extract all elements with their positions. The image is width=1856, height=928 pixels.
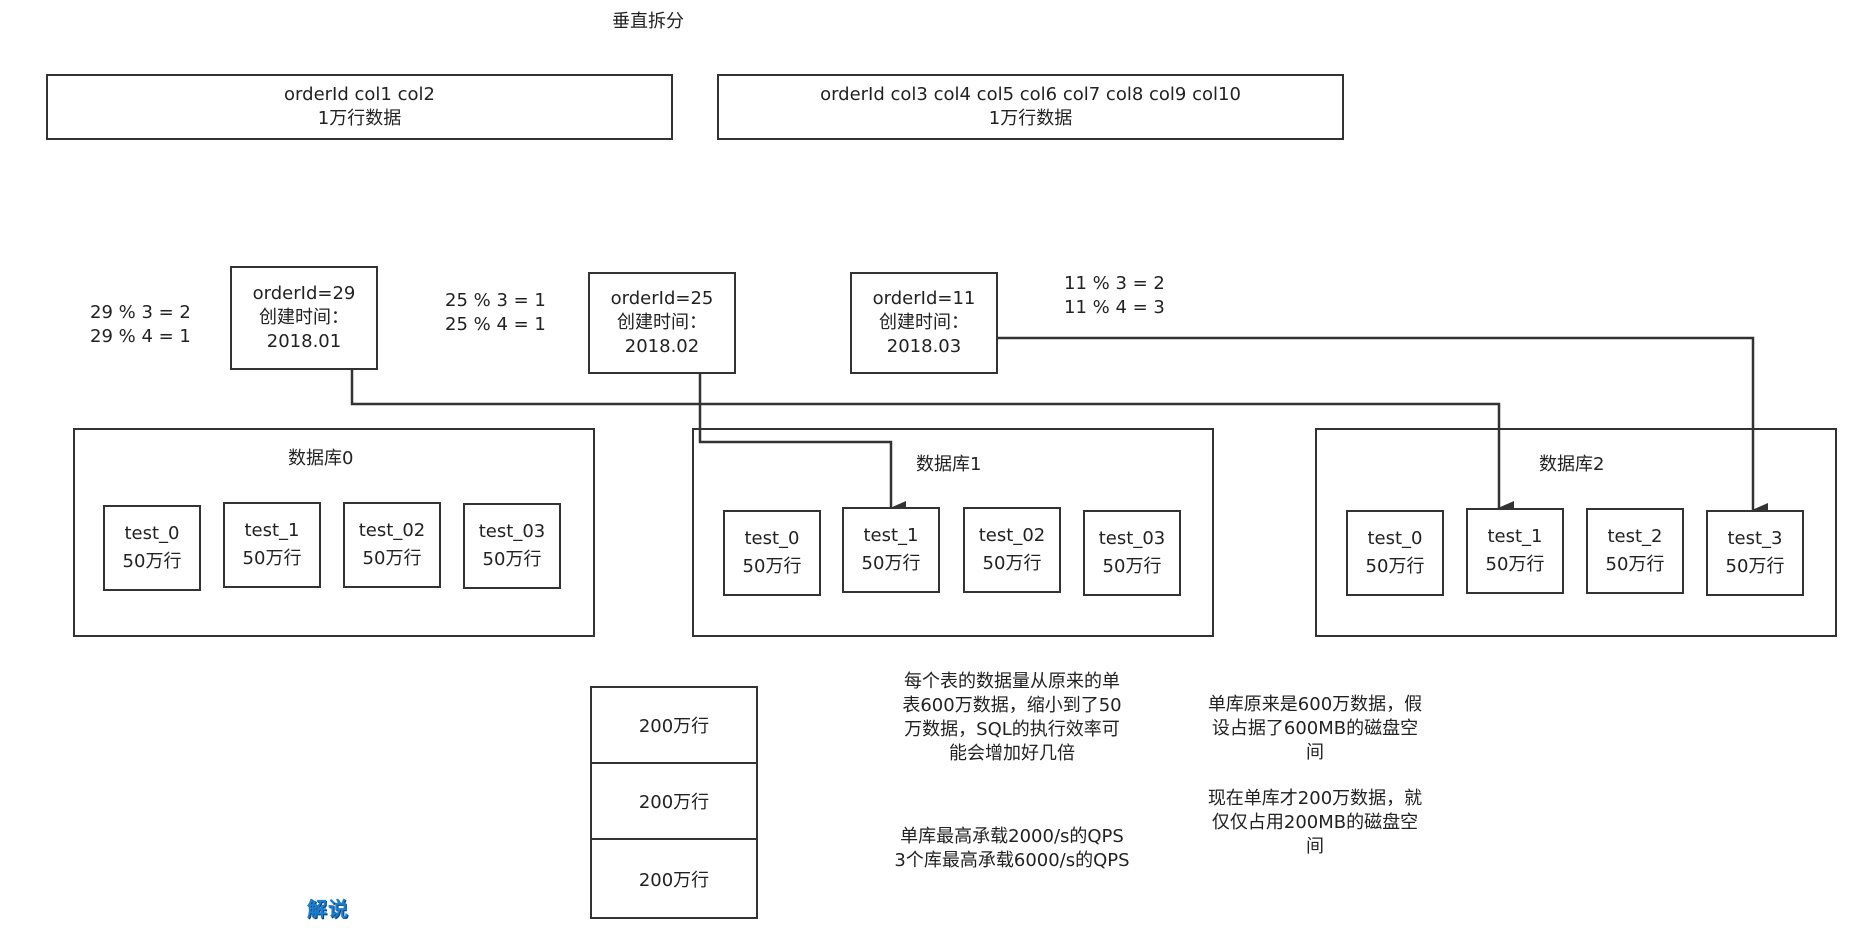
table-db2-test3: test_3 50万行	[1706, 510, 1804, 596]
watermark-logo: 解说	[307, 897, 349, 921]
table-rows: 50万行	[1102, 556, 1162, 577]
arrow-order25-to-db1-test1	[698, 374, 906, 515]
calc-mod3: 29 % 3 = 2	[90, 302, 191, 323]
diagram-title: 垂直拆分	[612, 11, 684, 32]
table-db2-test2: test_2 50万行	[1586, 508, 1684, 594]
table-name: test_0	[1367, 528, 1423, 549]
note-line: 3个库最高承载6000/s的QPS	[894, 850, 1130, 871]
table-db1-test02: test_02 50万行	[963, 507, 1061, 593]
vertical-split-rows: 1万行数据	[988, 108, 1073, 129]
table-db1-test03: test_03 50万行	[1083, 510, 1181, 596]
order-time-label: 创建时间：	[259, 307, 349, 328]
table-db1-test1: test_1 50万行	[842, 507, 940, 593]
database-1	[692, 428, 1214, 637]
order-box-29: orderId=29 创建时间： 2018.01	[230, 266, 378, 370]
table-name: test_02	[978, 525, 1046, 546]
table-rows: 50万行	[861, 553, 921, 574]
database-label: 数据库1	[916, 454, 982, 475]
note-line: 设占据了600MB的磁盘空	[1211, 718, 1419, 739]
note-disk-after: 现在单库才200万数据，就 仅仅占用200MB的磁盘空 间	[1195, 787, 1435, 859]
table-rows: 50万行	[1725, 556, 1785, 577]
database-rows-stack: 200万行 200万行 200万行	[590, 686, 758, 919]
table-name: test_03	[1098, 528, 1166, 549]
table-rows: 50万行	[1365, 556, 1425, 577]
vertical-split-columns: orderId col1 col2	[284, 84, 435, 105]
order-box-11: orderId=11 创建时间： 2018.03	[850, 272, 998, 374]
table-name: test_1	[244, 520, 300, 541]
note-table-size: 每个表的数据量从原来的单 表600万数据，缩小到了50 万数据，SQL的执行效率…	[880, 670, 1144, 766]
order-time: 2018.02	[624, 336, 700, 357]
table-name: test_1	[863, 525, 919, 546]
vertical-split-box-1: orderId col1 col2 1万行数据	[46, 74, 673, 140]
arrow-order29-to-db2-test1	[350, 370, 1514, 515]
table-name: test_0	[744, 528, 800, 549]
order-time: 2018.01	[266, 331, 342, 352]
table-db1-test0: test_0 50万行	[723, 510, 821, 596]
table-rows: 50万行	[742, 556, 802, 577]
vertical-split-box-2: orderId col3 col4 col5 col6 col7 col8 co…	[717, 74, 1344, 140]
order-25-calc: 25 % 3 = 1 25 % 4 = 1	[445, 289, 546, 337]
order-box-25: orderId=25 创建时间： 2018.02	[588, 272, 736, 374]
table-rows: 50万行	[122, 551, 182, 572]
note-line: 能会增加好几倍	[949, 743, 1075, 764]
order-time: 2018.03	[886, 336, 962, 357]
calc-mod3: 25 % 3 = 1	[445, 290, 546, 311]
table-rows: 50万行	[982, 553, 1042, 574]
table-name: test_03	[478, 521, 546, 542]
table-rows: 50万行	[482, 549, 542, 570]
calc-mod4: 25 % 4 = 1	[445, 314, 546, 335]
table-db2-test1: test_1 50万行	[1466, 508, 1564, 594]
note-line: 万数据，SQL的执行效率可	[904, 719, 1120, 740]
table-name: test_2	[1607, 526, 1663, 547]
stack-cell-1: 200万行	[592, 688, 756, 764]
vertical-split-columns: orderId col3 col4 col5 col6 col7 col8 co…	[820, 84, 1241, 105]
table-rows: 50万行	[1485, 554, 1545, 575]
database-2	[1315, 428, 1837, 637]
order-id: orderId=29	[252, 283, 356, 304]
stack-cell-2: 200万行	[592, 764, 756, 840]
database-label: 数据库2	[1539, 454, 1605, 475]
table-rows: 50万行	[362, 548, 422, 569]
order-time-label: 创建时间：	[879, 312, 969, 333]
note-line: 表600万数据，缩小到了50	[902, 695, 1122, 716]
note-line: 单库最高承载2000/s的QPS	[900, 826, 1124, 847]
note-line: 现在单库才200万数据，就	[1207, 788, 1423, 809]
note-line: 间	[1306, 742, 1324, 763]
table-db0-test1: test_1 50万行	[223, 502, 321, 588]
order-11-calc: 11 % 3 = 2 11 % 4 = 3	[1064, 272, 1165, 320]
table-name: test_0	[124, 523, 180, 544]
note-disk-before: 单库原来是600万数据，假 设占据了600MB的磁盘空 间	[1195, 693, 1435, 765]
note-line: 每个表的数据量从原来的单	[904, 671, 1120, 692]
order-29-calc: 29 % 3 = 2 29 % 4 = 1	[90, 301, 191, 349]
table-db2-test0: test_0 50万行	[1346, 510, 1444, 596]
calc-mod4: 11 % 4 = 3	[1064, 297, 1165, 318]
table-db0-test02: test_02 50万行	[343, 502, 441, 588]
note-line: 仅仅占用200MB的磁盘空	[1211, 812, 1419, 833]
order-id: orderId=11	[872, 288, 976, 309]
calc-mod4: 29 % 4 = 1	[90, 326, 191, 347]
vertical-split-rows: 1万行数据	[317, 108, 402, 129]
order-time-label: 创建时间：	[617, 312, 707, 333]
arrow-order11-to-db2-test3	[997, 336, 1768, 517]
table-name: test_3	[1727, 528, 1783, 549]
note-line: 间	[1306, 836, 1324, 857]
table-db0-test0: test_0 50万行	[103, 505, 201, 591]
stack-cell-3: 200万行	[592, 840, 756, 919]
table-rows: 50万行	[1605, 554, 1665, 575]
table-name: test_1	[1487, 526, 1543, 547]
order-id: orderId=25	[610, 288, 714, 309]
table-db0-test03: test_03 50万行	[463, 503, 561, 589]
table-name: test_02	[358, 520, 426, 541]
database-0	[73, 428, 595, 637]
database-label: 数据库0	[288, 448, 354, 469]
calc-mod3: 11 % 3 = 2	[1064, 273, 1165, 294]
note-line: 单库原来是600万数据，假	[1207, 694, 1423, 715]
note-qps: 单库最高承载2000/s的QPS 3个库最高承载6000/s的QPS	[880, 825, 1144, 873]
table-rows: 50万行	[242, 548, 302, 569]
